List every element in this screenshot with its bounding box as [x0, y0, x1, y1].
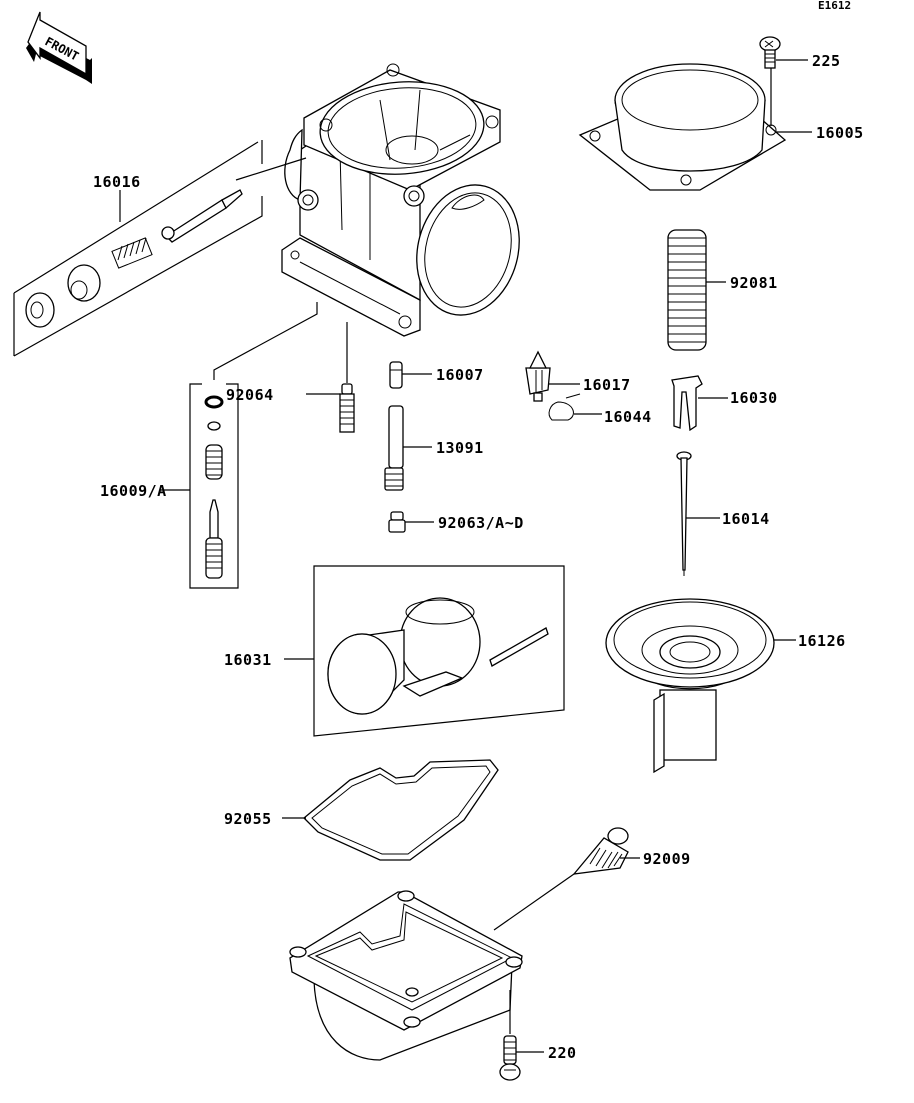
part-16030-valve [525, 350, 551, 402]
part-92064-jet [339, 383, 355, 433]
carburetor-body [281, 63, 520, 337]
part-16016-kit [13, 140, 263, 357]
part-label-16009: 16014 [722, 510, 770, 528]
part-label-13091: 13091 [436, 439, 484, 457]
part-label-16016: 16016 [93, 173, 141, 191]
leader-16014-body [213, 302, 318, 380]
part-label-16005: 16005 [816, 124, 864, 142]
part-label-16014: 16009/A [100, 482, 167, 500]
part-label-16030: 16017 [583, 376, 631, 394]
part-220-screw [499, 1035, 521, 1081]
part-label-220: 220 [548, 1044, 577, 1062]
part-label-16126: 16126 [798, 632, 846, 650]
part-16009-needle [676, 451, 692, 576]
part-16005-cover [578, 63, 787, 191]
part-92055-gasket [303, 759, 499, 861]
part-label-16007: 16030 [730, 389, 778, 407]
part-16031-float-kit [313, 565, 565, 737]
part-label-92055: 92055 [224, 810, 272, 828]
part-92009-screw [572, 827, 629, 875]
leader-16016-body [235, 157, 307, 181]
part-16044-clip [548, 393, 581, 421]
part-92081-spring [667, 229, 707, 351]
front-arrow-icon: FRONT [26, 11, 92, 84]
part-float-bowl [289, 890, 523, 1061]
part-label-225: 225 [812, 52, 841, 70]
diagram-reference-code: E1612 [818, 0, 851, 12]
part-label-92063: 92063/A~D [438, 514, 524, 532]
part-92063-main-jet [388, 511, 406, 533]
part-225-screw [759, 36, 781, 69]
part-16126-diaphragm [605, 598, 775, 774]
leader-92009-axis [493, 873, 575, 931]
part-label-16044: 16044 [604, 408, 652, 426]
part-16017 [389, 361, 403, 389]
part-16014-kit [189, 383, 239, 589]
part-label-16017: 16007 [436, 366, 484, 384]
part-13091-needle-jet [384, 405, 404, 491]
part-label-16031: 16031 [224, 651, 272, 669]
part-label-92009: 92009 [643, 850, 691, 868]
part-16007-holder [671, 375, 703, 432]
part-label-92064: 92064 [226, 386, 274, 404]
part-label-92081: 92081 [730, 274, 778, 292]
